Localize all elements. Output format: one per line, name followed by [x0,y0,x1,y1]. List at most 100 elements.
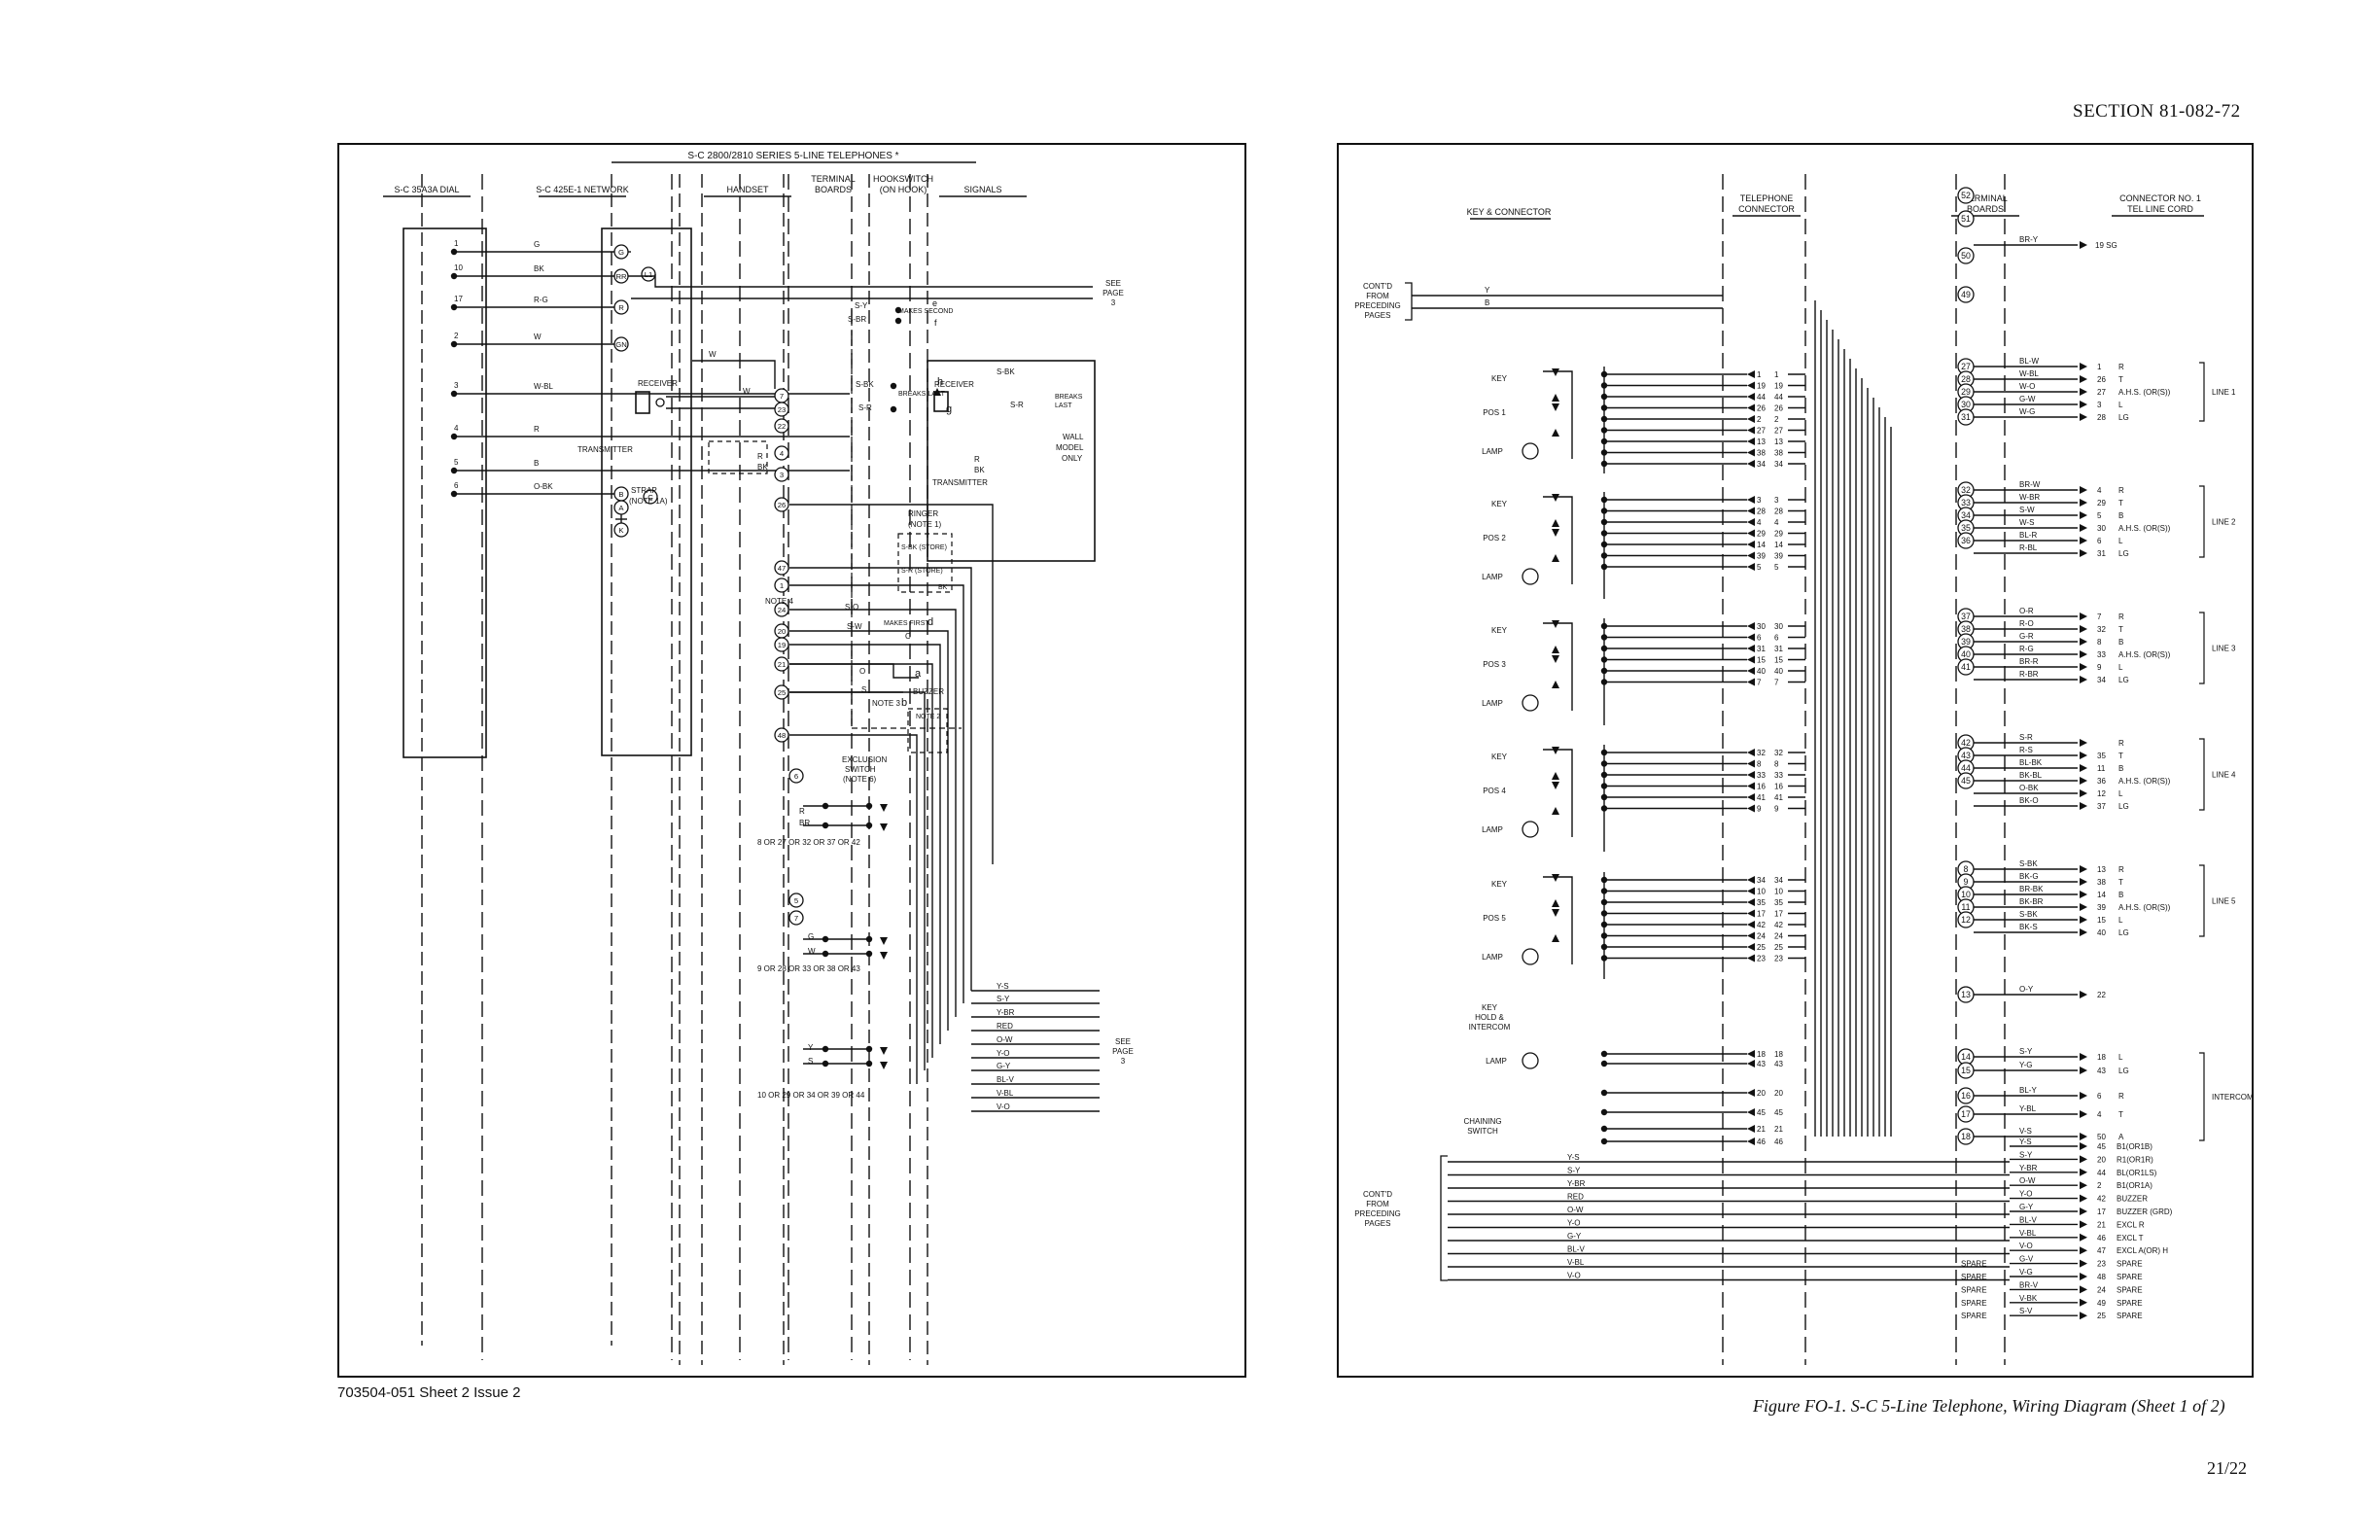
pos-1-contact-1 [1552,394,1559,402]
pos-5-pin-arrow-4 [1747,921,1755,928]
pos-4-pin-out-5: 9 [1774,805,1779,814]
pos-4-pin-5: 9 [1757,805,1762,814]
hook-note3: NOTE 3 [872,699,900,708]
line4-row-0-terminal-label: 42 [1961,738,1971,748]
keyhold-pin-2: 20 [1757,1089,1766,1098]
line3-row-4-color: BR-R [2019,657,2039,666]
line2-row-0-color: BR-W [2019,480,2041,489]
intercom-row-3-color: Y-BL [2019,1104,2037,1113]
bottom-row-color-12: V-BK [2019,1294,2038,1303]
terminal-board-24-8-label: 24 [778,606,787,614]
pos-5-pin-out-4: 42 [1774,921,1783,929]
terminal-board-1-7-label: 1 [780,581,784,590]
pos-1-pin-arrow-6 [1747,438,1755,445]
makes-second: MAKES SECOND [898,308,953,315]
pos-2-pin-out-6: 5 [1774,563,1779,572]
pos-1-label: POS 1 [1483,408,1506,417]
bottom-row-color-4: Y-O [2019,1190,2033,1199]
pos-4-pin-0: 32 [1757,749,1766,757]
terminal-board-47-6-label: 47 [778,564,787,573]
excl-g: G [808,932,814,941]
intercom-row-4-func: A [2118,1133,2124,1141]
pos-5-pin-arrow-3 [1747,909,1755,918]
line3-row-3-pin: 33 [2097,650,2106,659]
line5-row-4-arrow [2080,916,2087,924]
line3-row-4-arrow [2080,663,2087,671]
line4-row-1-terminal-label: 43 [1961,751,1971,760]
pos-1-pin-arrow-1 [1747,381,1755,390]
pos-3-pin-3: 15 [1757,656,1766,665]
pos-3-pin-out-4: 40 [1774,667,1783,676]
line2-row-4-arrow [2080,537,2087,544]
line4-row-2-pin: 11 [2097,764,2106,773]
line3-row-3-func: A.H.S. (OR(S)) [2118,650,2171,659]
pos-1-pin-out-0: 1 [1774,370,1779,379]
dial-pin-2: 17 [454,295,463,303]
pos-1-pin-1: 19 [1757,382,1766,391]
pos-1-pin-out-3: 26 [1774,404,1783,413]
line2-row-1-arrow [2080,499,2087,507]
pos-2-pin-arrow-5 [1747,551,1755,560]
line3-row-0-color: O-R [2019,607,2034,615]
pos-4-contact-1 [1552,772,1559,780]
pos-3-key-link [1543,622,1573,711]
signal-sbk: S-BK [997,368,1015,376]
dial-wire-color-2: R-G [534,296,548,304]
pos-5-pin-3: 17 [1757,910,1766,919]
junction-dot [890,405,897,413]
pos-2-contact-2 [1552,529,1559,537]
terminal-board-23-1-label: 23 [778,405,787,414]
exclusion-arrow-0b [880,823,888,831]
keyhold-arrow-0 [1747,1050,1755,1058]
pos-3-lamp: LAMP [1482,699,1503,708]
line3-row-4-func: L [2118,663,2123,672]
line2-row-2-func: B [2118,511,2123,520]
dial-pin-5: 4 [454,424,459,433]
bottom-wire-label-0: Y-S [997,982,1009,991]
note4-label: NOTE 4 [765,597,793,606]
chaining-label-1: CHAINING [1463,1117,1501,1126]
line2-row-0-terminal-label: 32 [1961,485,1971,495]
bottom-row-color-5: G-Y [2019,1203,2034,1211]
excl-y: Y [808,1043,814,1052]
contd-bracket-bottom [1440,1155,1448,1281]
pos-2-pin-arrow-4 [1747,541,1755,548]
line1-row-2-func: A.H.S. (OR(S)) [2118,388,2171,397]
terminal-board-21-11 [774,656,789,672]
network-terminal-a-label: A [618,504,624,512]
wall-label-3: ONLY [1062,454,1083,463]
bottom-row-func-9: SPARE [2117,1260,2143,1269]
pos-4-lamp-symbol [1522,821,1539,838]
pos-3-contact-3 [1552,681,1559,688]
pos-4-pin-arrow-0 [1747,749,1755,756]
line4-row-3-pin: 36 [2097,777,2106,786]
left-title: S-C 2800/2810 SERIES 5-LINE TELEPHONES * [687,151,898,161]
line3-row-2-arrow [2080,638,2087,646]
line2-row-5-arrow [2080,549,2087,557]
pos-2-pin-arrow-1 [1747,507,1755,515]
bottom-wire-label-6: G-Y [997,1062,1011,1070]
line4-row-4-pin: 12 [2097,789,2106,798]
line2-bracket [2199,485,2205,558]
line4-row-3-func: A.H.S. (OR(S)) [2118,777,2171,786]
hook-s: S [861,685,866,694]
wall-label-2: MODEL [1056,443,1084,452]
intercom-row-1-pin: 43 [2097,1067,2106,1075]
pos-5-pin-arrow-7 [1747,954,1755,962]
pos-3-contact-1 [1552,646,1559,653]
pos-2-pin-out-5: 39 [1774,552,1783,561]
chaining-label-2: SWITCH [1467,1127,1498,1136]
line3-row-3-arrow [2080,650,2087,658]
see-page-bottom-1: SEE [1115,1037,1131,1046]
see-page-top-1: SEE [1105,279,1121,288]
pos-1-pin-arrow-5 [1747,426,1755,435]
pos-5-key-link [1543,876,1573,964]
line3-row-5-arrow [2080,676,2087,683]
line5-row-3-terminal-label: 11 [1961,902,1970,912]
pos-5-pin-2: 35 [1757,898,1766,907]
see-page-top-3: 3 [1111,298,1116,307]
line1-row-4-arrow [2080,413,2087,421]
pos-4-lamp: LAMP [1482,825,1503,834]
keyhold-arrow-5 [1747,1138,1755,1145]
strap-label: STRAP [631,486,657,495]
